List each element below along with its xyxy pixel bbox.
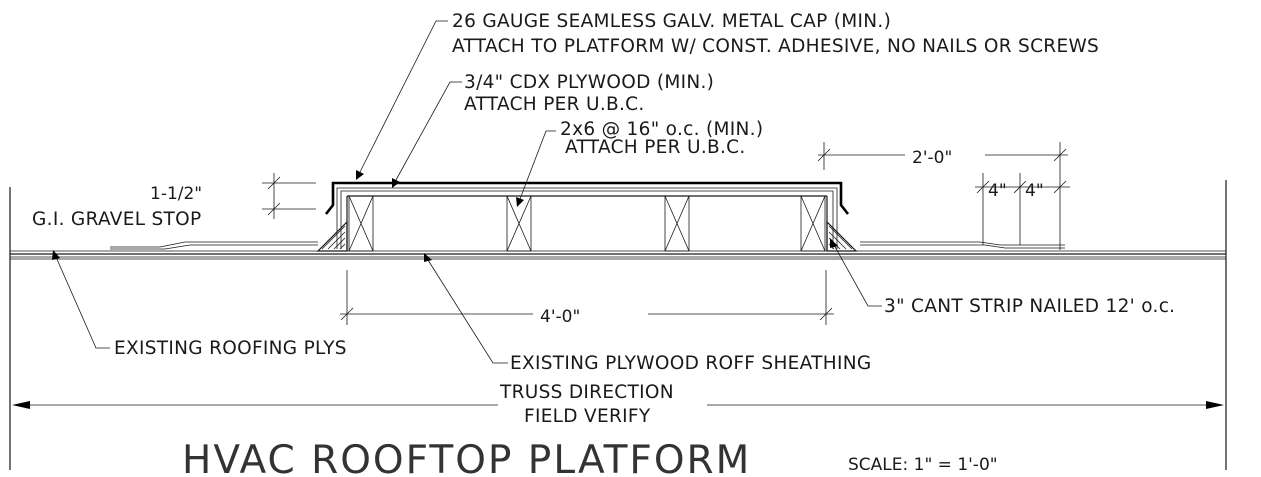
dim-overhang [817, 142, 1068, 250]
joist-3 [664, 195, 690, 252]
note-joist-2: ATTACH PER U.B.C. [565, 137, 746, 158]
leader-metal-cap [356, 20, 448, 180]
note-roof-sheathing: EXISTING PLYWOOD ROFF SHEATHING [510, 353, 872, 374]
gravel-stop-left [110, 241, 318, 250]
note-gravel-stop: G.I. GRAVEL STOP [32, 209, 201, 230]
platform-frame [346, 195, 828, 251]
joist-2 [506, 195, 532, 252]
cant-strip-left [316, 220, 348, 252]
dim-platform-width [340, 270, 834, 325]
dim-steps [975, 173, 1070, 245]
leader-roofing-plys [52, 250, 110, 349]
dim-text-overhang: 2'-0" [912, 148, 952, 168]
truss-direction-arrow [12, 401, 1224, 409]
note-truss-1: TRUSS DIRECTION [499, 382, 674, 403]
note-roofing-plys: EXISTING ROOFING PLYS [114, 338, 347, 359]
joist-1 [348, 195, 374, 252]
drawing-title: HVAC ROOFTOP PLATFORM [182, 438, 751, 477]
note-metal-cap-1: 26 GAUGE SEAMLESS GALV. METAL CAP (MIN.) [452, 11, 891, 32]
dim-text-step-b: 4" [1025, 181, 1044, 201]
dim-text-step-a: 4" [988, 181, 1007, 201]
note-plywood-1: 3/4" CDX PLYWOOD (MIN.) [464, 72, 714, 93]
note-cant-strip: 3" CANT STRIP NAILED 12' o.c. [884, 296, 1175, 317]
dim-cap-height [262, 173, 316, 219]
joist-4 [800, 195, 826, 252]
gravel-stop-right [860, 241, 1065, 249]
leader-cant-strip [830, 238, 882, 307]
note-metal-cap-2: ATTACH TO PLATFORM W/ CONST. ADHESIVE, N… [452, 36, 1099, 57]
leader-plywood [392, 81, 462, 188]
leader-roof-sheathing [424, 253, 508, 364]
note-plywood-2: ATTACH PER U.B.C. [464, 94, 645, 115]
note-truss-2: FIELD VERIFY [524, 406, 651, 427]
note-joist-1: 2x6 @ 16" o.c. (MIN.) [560, 119, 763, 140]
metal-cap [324, 181, 850, 249]
dim-text-cap-height: 1-1/2" [150, 184, 202, 204]
roof-deck [10, 250, 1226, 260]
leader-joist [516, 130, 556, 207]
drawing-scale: SCALE: 1" = 1'-0" [848, 455, 998, 475]
dim-text-platform-width: 4'-0" [540, 307, 580, 327]
